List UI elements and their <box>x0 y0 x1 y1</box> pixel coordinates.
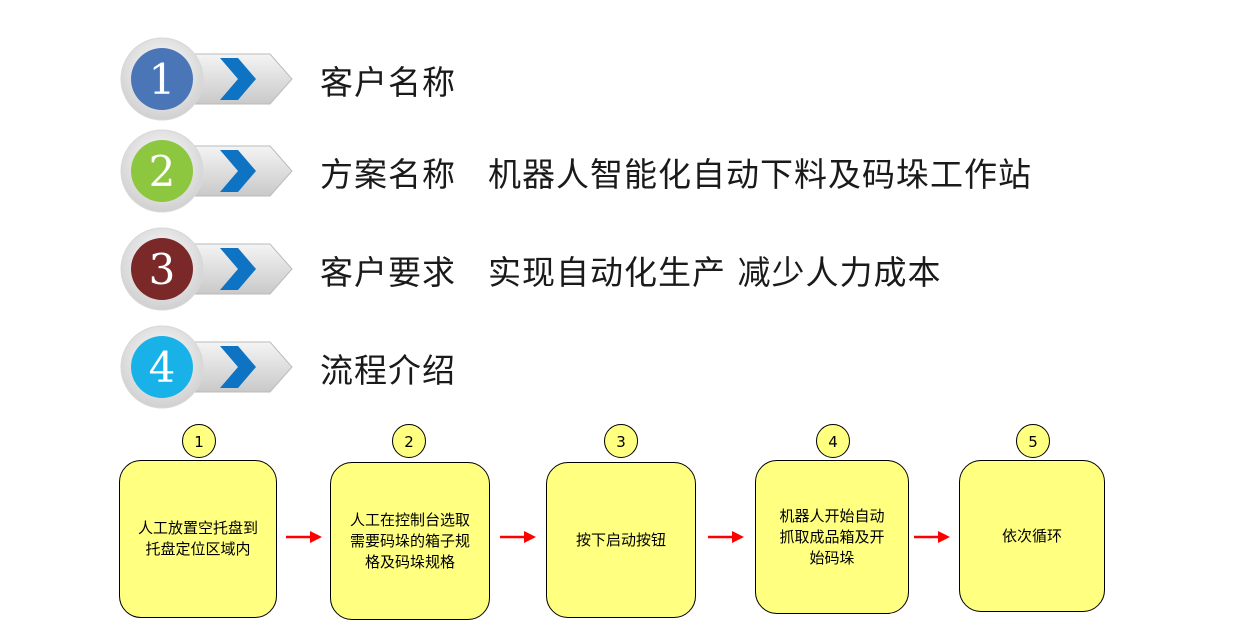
right-arrow-icon <box>708 531 744 543</box>
step-box-1: 人工放置空托盘到托盘定位区域内 <box>119 460 277 618</box>
chevron-right-icon <box>220 248 256 290</box>
step-number-5: 5 <box>1016 424 1050 458</box>
badge-circle <box>131 238 193 300</box>
badge-circle <box>131 336 193 398</box>
row-label: 客户要求 <box>320 253 456 292</box>
number-badge-1: 1 <box>120 37 293 121</box>
row-label: 流程介绍 <box>320 351 456 390</box>
row-text-2: 方案名称机器人智能化自动下料及码垛工作站 <box>320 148 1032 196</box>
header-row-process: 4 流程介绍 <box>112 322 1212 412</box>
row-text-3: 客户要求实现自动化生产 减少人力成本 <box>320 246 942 294</box>
badge-number: 4 <box>149 343 176 392</box>
number-badge-4: 4 <box>120 325 293 409</box>
badge-circle <box>131 140 193 202</box>
badge-number: 3 <box>149 245 176 294</box>
step-number-2: 2 <box>392 424 426 458</box>
step-box-3: 按下启动按钮 <box>546 462 696 618</box>
badge-number: 1 <box>149 55 176 104</box>
row-text-4: 流程介绍 <box>320 344 488 392</box>
chevron-right-icon <box>220 150 256 192</box>
chevron-right-icon <box>220 58 256 100</box>
row-value: 实现自动化生产 减少人力成本 <box>488 253 942 292</box>
chevron-right-icon <box>220 346 256 388</box>
step-number-4: 4 <box>816 424 850 458</box>
step-box-4: 机器人开始自动抓取成品箱及开始码垛 <box>755 460 909 614</box>
badge-circle <box>131 48 193 110</box>
row-text-1: 客户名称 <box>320 56 488 104</box>
number-badge-2: 2 <box>120 129 293 213</box>
header-row-requirement: 3 客户要求实现自动化生产 减少人力成本 <box>112 224 1212 314</box>
process-flow: 1 人工放置空托盘到托盘定位区域内 2 人工在控制台选取需要码垛的箱子规格及码垛… <box>0 418 1260 630</box>
header-row-solution: 2 方案名称机器人智能化自动下料及码垛工作站 <box>112 126 1212 216</box>
right-arrow-icon <box>500 531 536 543</box>
badge-number: 2 <box>149 147 176 196</box>
right-arrow-icon <box>914 531 950 543</box>
row-value: 机器人智能化自动下料及码垛工作站 <box>488 155 1032 194</box>
step-box-5: 依次循环 <box>959 460 1105 612</box>
number-badge-3: 3 <box>120 227 293 311</box>
step-box-2: 人工在控制台选取需要码垛的箱子规格及码垛规格 <box>330 462 490 620</box>
right-arrow-icon <box>286 531 322 543</box>
row-label: 客户名称 <box>320 63 456 102</box>
row-label: 方案名称 <box>320 155 456 194</box>
step-number-3: 3 <box>604 424 638 458</box>
step-number-1: 1 <box>182 424 216 458</box>
header-row-customer: 1 客户名称 <box>112 34 1212 124</box>
